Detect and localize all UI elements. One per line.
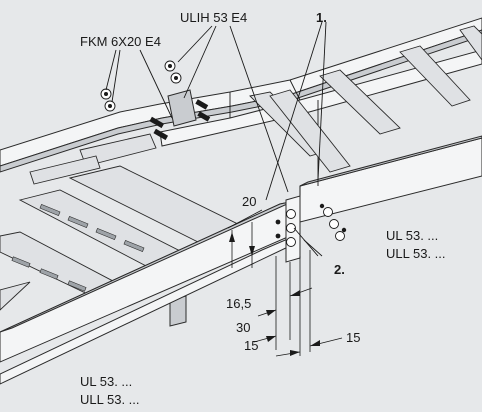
nut [286,237,296,247]
bolt [104,92,108,96]
leader-lines [105,21,327,257]
label-connector: ULIH 53 E4 [180,10,247,25]
upper-rung [459,25,482,61]
upper-rung [29,155,101,185]
leader-connector [183,25,217,99]
bolt [108,104,112,108]
leader-screw [105,49,117,91]
nut [335,231,345,241]
upper-inner-rail [159,49,482,147]
bolt [195,99,209,110]
dim-arrow [290,350,300,356]
label-callout-1: 1. [316,10,327,25]
label-callout-2: 2. [334,262,345,277]
lower-connector-assembly [275,195,347,263]
nut [329,219,339,229]
slot [123,240,145,252]
dim-arrow [290,290,300,296]
dim-20-line [227,209,263,229]
leader-connector [229,25,289,193]
leader-screw [111,49,121,103]
nut [286,209,296,219]
bolt [275,219,281,225]
lower-rung [0,281,31,311]
upper-outer-rail-flange [0,29,482,173]
label-right-rail-2: ULL 53. ... [386,246,446,261]
dim-arrow [229,232,235,242]
leader-callout-1 [317,21,327,181]
bolt [149,116,165,129]
bolt [319,203,325,209]
bolt [341,227,347,233]
dim-arrow [310,340,320,346]
bolt [153,128,169,141]
upper-rung [319,69,401,135]
dim-label-16-5: 16,5 [226,296,251,311]
slot [39,268,59,280]
leader-callout-1 [265,21,323,201]
dimension-lines [227,209,343,357]
upper-connector-assembly [100,60,211,141]
label-left-rail-2: ULL 53. ... [80,392,140,407]
bolt [174,76,178,80]
leader-screw [139,49,173,119]
upper-rung [399,45,471,107]
bolt [275,233,281,239]
dim-label-15: 15 [244,338,258,353]
label-screw: FKM 6X20 E4 [80,34,161,49]
right-rung [269,89,351,173]
slot [67,280,87,292]
slot [95,228,117,240]
label-left-rail-1: UL 53. ... [80,374,132,389]
right-ladder-section [269,89,482,223]
slot [11,256,31,268]
nut [323,207,333,217]
leader-connector [177,25,213,63]
bolt [197,111,211,122]
right-rail-top-flange [299,135,482,187]
ulih-connector-plate [167,89,197,127]
bolt [168,64,172,68]
dim-label-15b: 15 [346,330,360,345]
label-right-rail-1: UL 53. ... [386,228,438,243]
dim-arrow [249,246,255,256]
nut [286,223,296,233]
leader-callout-2 [303,239,323,257]
slot [39,204,61,216]
dim-arrow [266,336,276,342]
dim-label-30: 30 [236,320,250,335]
dim-label-20: 20 [242,194,256,209]
dim-arrow [266,310,276,316]
slot [67,216,89,228]
